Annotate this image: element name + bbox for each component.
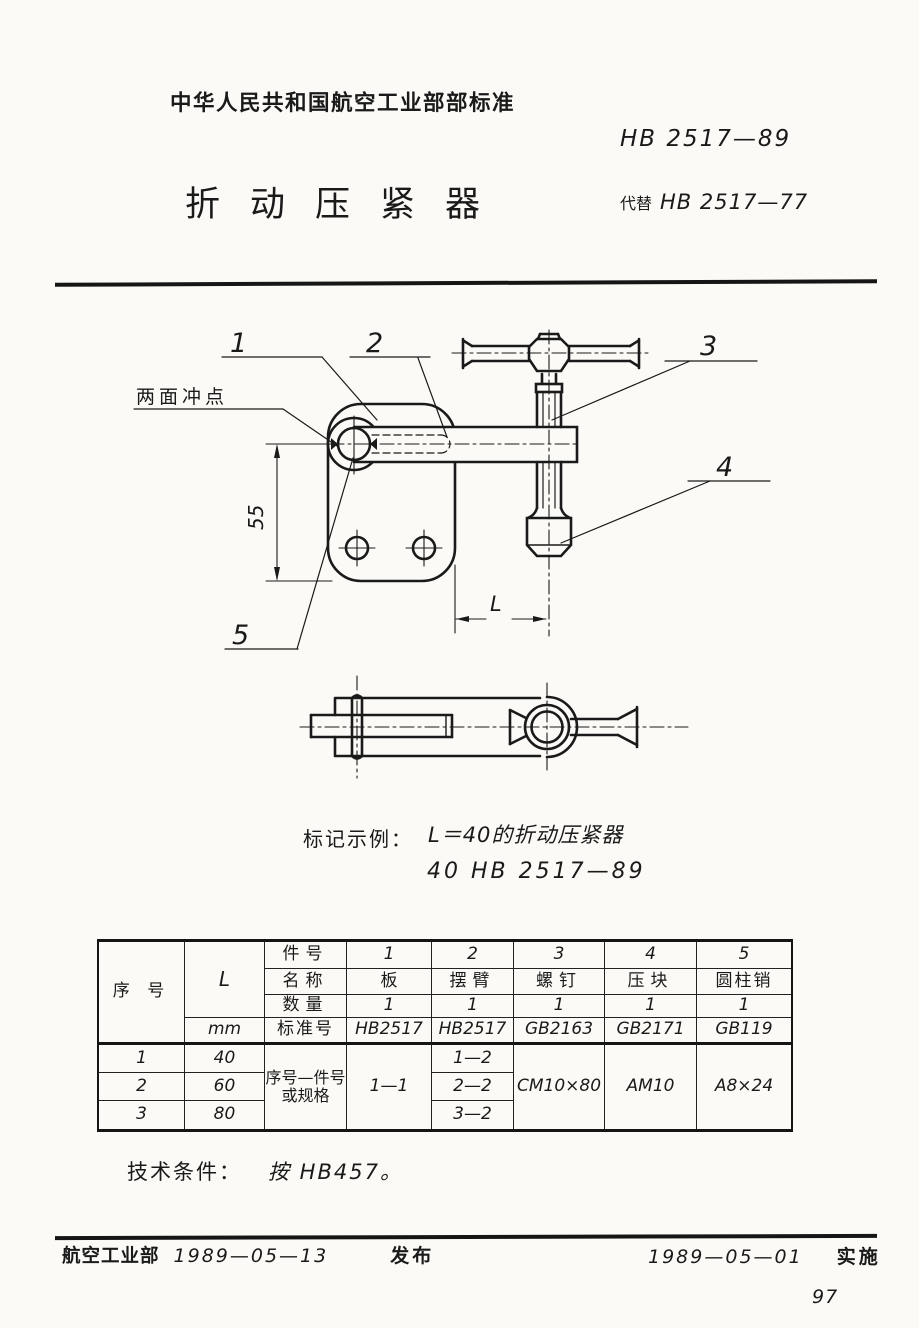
page-number: 97	[812, 1286, 839, 1308]
implementation-label: 实施	[836, 1246, 881, 1268]
marking-example-label: 标记示例：	[303, 827, 413, 851]
part-label-4: 4	[716, 452, 733, 483]
l-value: 40	[185, 1045, 265, 1073]
leader-lines	[133, 356, 771, 650]
leader-annotation	[133, 408, 338, 447]
part-label-1: 1	[230, 328, 247, 359]
spec-header-line2: 或规格	[281, 1086, 330, 1105]
part-qty: 1	[432, 995, 514, 1018]
leader-1	[221, 356, 378, 421]
replaces-label: 代替	[620, 194, 653, 213]
part-no: 2	[432, 942, 514, 969]
l-value: 80	[185, 1101, 265, 1129]
seq-value: 1	[99, 1045, 185, 1073]
part-name: 圆柱销	[697, 969, 791, 995]
seq-value: 2	[99, 1073, 185, 1101]
spec-header: 序号—件号 或规格	[265, 1045, 347, 1129]
spec-value: 2—2	[432, 1073, 514, 1101]
table-l-header: L	[185, 942, 265, 1018]
screw-shaft-lower	[535, 460, 563, 510]
part-name: 摆臂	[432, 969, 514, 995]
issue-label: 发布	[390, 1245, 435, 1267]
seq-value: 3	[99, 1101, 185, 1129]
row-label-part-no: 件号	[265, 942, 347, 969]
part-qty: 1	[697, 995, 791, 1018]
leader-2	[349, 356, 448, 438]
marking-example-line1: L＝40的折动压紧器	[428, 823, 624, 847]
parts-table: 序 号 L mm 件号 名称 数量 标准号 1 2 3 4 5 板 摆臂 螺钉 …	[97, 939, 793, 1132]
part-name: 螺钉	[514, 969, 605, 995]
hole-centerlines	[338, 529, 443, 567]
top-centerlines	[299, 675, 689, 779]
implementation-date: 1989—05—01	[648, 1246, 803, 1268]
replaces-note: 代替 HB 2517—77	[620, 190, 808, 214]
table-seq-header: 序 号	[99, 942, 185, 1045]
row-label-name: 名称	[265, 969, 347, 995]
tommy-bar	[451, 337, 651, 370]
dimension-55	[265, 443, 333, 582]
spec-value: 1—1	[347, 1045, 432, 1129]
document-title: 折动压紧器	[185, 185, 511, 225]
screw-shaft-upper	[535, 390, 563, 429]
spec-value: CM10×80	[514, 1045, 605, 1129]
spec-value: 3—2	[432, 1101, 514, 1129]
footer-implementation: 1989—05—01 实施	[648, 1242, 881, 1269]
spec-value: A8×24	[714, 1076, 774, 1097]
part-no: 4	[605, 942, 697, 969]
top-arm-outline	[333, 696, 542, 758]
part-no: 3	[514, 942, 605, 969]
row-label-std: 标准号	[265, 1018, 347, 1045]
marking-example-line2: 40 HB 2517—89	[427, 859, 646, 884]
tech-conditions-text: 按 HB457。	[268, 1160, 403, 1184]
part-no: 1	[347, 942, 432, 969]
leader-5	[224, 457, 354, 650]
front-view	[133, 329, 771, 650]
part-std: GB2171	[605, 1018, 697, 1045]
part-qty: 1	[347, 995, 432, 1018]
part-std: HB2517	[347, 1018, 432, 1045]
row-label-qty: 数量	[265, 995, 347, 1018]
leader-3	[551, 360, 758, 421]
part-std: GB119	[697, 1018, 791, 1045]
punch-annotation: 两面冲点	[136, 386, 228, 408]
part-qty: 1	[605, 995, 697, 1018]
spec-value: AM10	[605, 1045, 697, 1129]
part-std: HB2517	[432, 1018, 514, 1045]
part-label-5: 5	[232, 620, 249, 651]
l-value: 60	[185, 1073, 265, 1101]
footer-issue: 航空工业部 1989—05—13 发布	[62, 1241, 434, 1268]
table-unit-cell: mm	[185, 1018, 265, 1045]
drawing-text: 1 2 3 4 5 两面冲点 55 L	[136, 328, 733, 651]
spec-value: 1—2	[432, 1045, 514, 1073]
standard-org-title: 中华人民共和国航空工业部部标准	[170, 91, 516, 116]
dim-L-label: L	[490, 592, 502, 616]
tech-conditions-label: 技术条件：	[127, 1160, 242, 1184]
dimension-L	[454, 564, 547, 634]
header-rule	[54, 279, 878, 287]
dim-55-label: 55	[244, 505, 268, 530]
top-view	[299, 675, 689, 779]
top-slot	[309, 713, 454, 739]
pivot-centerlines	[329, 415, 578, 475]
spec-header-line1: 序号—件号	[265, 1067, 346, 1087]
issue-date: 1989—05—13	[173, 1245, 329, 1267]
footer-rule	[54, 1233, 878, 1240]
technical-conditions: 技术条件： 按 HB457。	[127, 1156, 403, 1186]
part-no: 5	[697, 942, 791, 969]
part-qty: 1	[514, 995, 605, 1018]
issuing-org: 航空工业部	[62, 1246, 160, 1267]
technical-drawing: 1 2 3 4 5 两面冲点 55 L	[133, 328, 771, 779]
part-label-3: 3	[700, 331, 717, 362]
standard-number: HB 2517—89	[620, 126, 792, 152]
replaced-standard-number: HB 2517—77	[660, 190, 809, 214]
part-name: 板	[347, 969, 432, 995]
part-std: GB2163	[514, 1018, 605, 1045]
part-name: 压块	[605, 969, 697, 995]
part-label-2: 2	[366, 328, 383, 359]
leader-4	[560, 480, 771, 544]
top-tommy-bar	[508, 705, 639, 749]
